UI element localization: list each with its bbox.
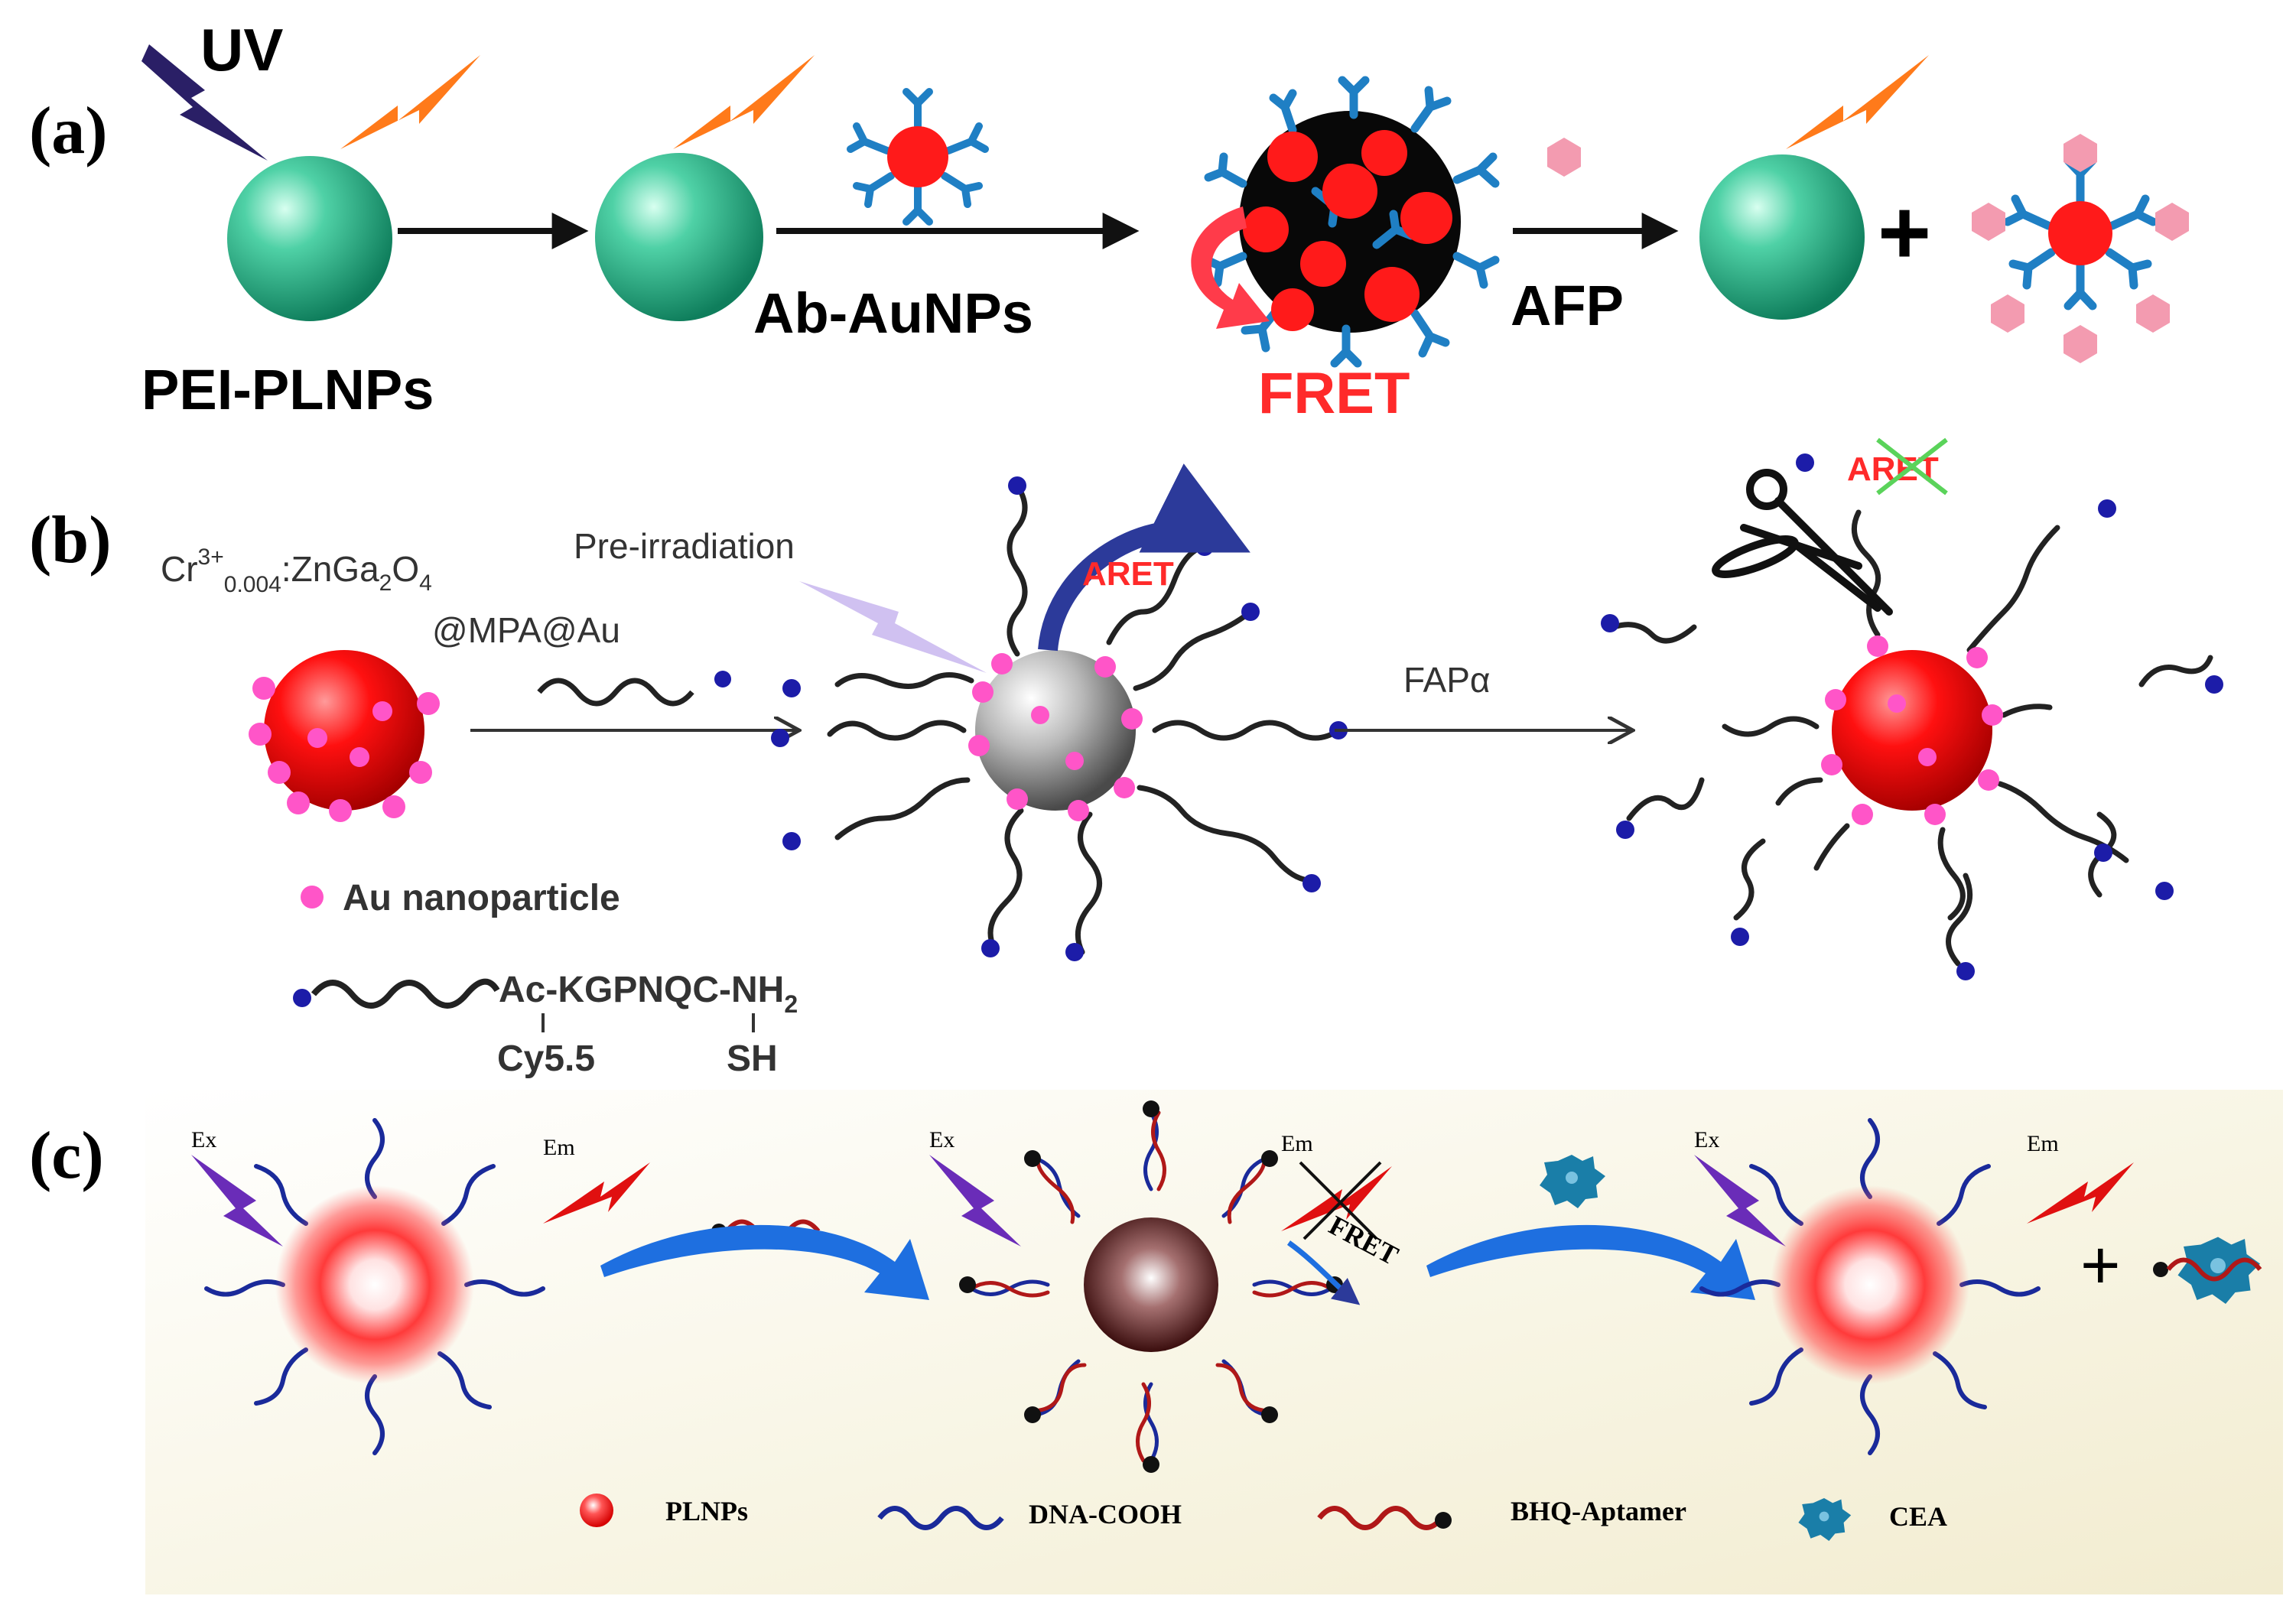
plnp-dna-1 — [204, 1118, 545, 1455]
pre-irradiation-bolt-icon — [799, 581, 987, 673]
panel-a-label: (a) — [29, 94, 108, 168]
fret-complex — [1202, 76, 1500, 368]
ab-aunp-afp-complex — [1972, 134, 2189, 363]
ex-label-2: Ex — [929, 1127, 954, 1152]
legend-dna-icon — [877, 1506, 1004, 1530]
red-particle-right — [1832, 650, 1992, 811]
legend-c: PLNPs DNA-COOH BHQ-Aptamer CEA — [580, 1494, 1947, 1541]
pei-plnps-label: PEI-PLNPs — [141, 358, 434, 421]
uv-lightning-icon — [141, 44, 268, 161]
plus-sign-a: + — [1878, 181, 1931, 284]
emission-bolt-icon-3 — [1786, 55, 1929, 149]
legend-cea-icon — [1798, 1498, 1852, 1541]
fapa-label: FAPα — [1403, 660, 1491, 700]
legend-bhq-dot — [1435, 1512, 1452, 1529]
cleaved-nanoprobe — [1611, 509, 2213, 967]
pei-plnp-particle-2 — [595, 153, 763, 321]
plus-sign-c: + — [2080, 1227, 2121, 1304]
em-bolt-icon-1 — [543, 1162, 650, 1224]
quenched-nanoprobe — [969, 1110, 1333, 1463]
au-dots-right — [1821, 635, 2003, 825]
aret-blocked-cross-icon — [1876, 437, 1948, 496]
bhq-dots — [959, 1100, 1343, 1473]
em-bolt-icon-3 — [2027, 1162, 2134, 1224]
legend-dna-label: DNA-COOH — [1029, 1499, 1182, 1529]
legend-aptamer-label: BHQ-Aptamer — [1511, 1496, 1686, 1526]
ex-bolt-icon-1 — [191, 1155, 283, 1247]
plnp-glow-1 — [275, 1185, 474, 1384]
gray-nanoprobe — [827, 483, 1342, 955]
au-nanoparticle-legend-label: Au nanoparticle — [343, 878, 620, 918]
ex-bolt-icon-3 — [1694, 1155, 1786, 1247]
legend-plnp-icon — [580, 1494, 613, 1527]
aret-curved-arrow — [1038, 463, 1250, 652]
cy55-dot-icon — [714, 671, 731, 687]
pei-plnp-particle-1 — [227, 156, 392, 321]
em-label-2: Em — [1281, 1131, 1313, 1156]
peptide-legend-dot — [293, 989, 311, 1007]
em-label-3: Em — [2027, 1131, 2059, 1156]
cy55-label: Cy5.5 — [497, 1039, 595, 1079]
scissors-icon — [1712, 469, 1893, 616]
peptide-legend-wave — [311, 978, 500, 1009]
aptamer-cea-complex — [2153, 1237, 2262, 1304]
panel-b: (b) Cr3+0.004:ZnGa2O4 @MPA@Au Pre-irradi… — [29, 437, 2223, 1079]
panel-b-label: (b) — [29, 503, 112, 577]
afp-label: AFP — [1511, 274, 1624, 337]
panel-c-label: (c) — [29, 1119, 104, 1193]
ex-label-3: Ex — [1694, 1127, 1719, 1152]
aret-label: ARET — [1082, 555, 1174, 593]
peptide-legend-label: Ac-KGPNQC-NH2 — [499, 970, 798, 1018]
blue-curved-arrow-2 — [1426, 1224, 1755, 1300]
legend-aptamer-icon — [1317, 1506, 1444, 1530]
ex-label-1: Ex — [191, 1127, 216, 1152]
cea-icon — [1540, 1155, 1605, 1208]
pei-plnp-particle-3 — [1699, 154, 1865, 320]
emission-bolt-icon-1 — [340, 55, 480, 149]
fret-curved-arrow — [1191, 206, 1270, 329]
legend-cea-label: CEA — [1889, 1501, 1947, 1532]
brown-particle-core — [1084, 1217, 1218, 1352]
afp-hexagon-icon — [1547, 138, 1581, 177]
em-quenched-cross-icon — [1299, 1161, 1382, 1240]
ab-aunps-label: Ab-AuNPs — [753, 281, 1033, 345]
cr-znga2o4-particle — [249, 650, 440, 822]
em-label-1: Em — [543, 1135, 575, 1160]
formula-label: Cr3+0.004:ZnGa2O4 — [161, 544, 432, 597]
sh-label: SH — [727, 1039, 778, 1079]
legend-plnps-label: PLNPs — [665, 1496, 748, 1526]
ex-bolt-icon-2 — [929, 1155, 1021, 1247]
peptide-end-dots-b2 — [1601, 453, 2223, 980]
panel-c: (c) Ex Em Ex Em — [29, 1090, 2283, 1594]
panel-c-background — [145, 1090, 2283, 1594]
au-nanoparticle-legend-dot — [301, 886, 324, 909]
plnp-dna-2 — [1699, 1118, 2041, 1455]
fret-small-arrow — [1286, 1240, 1361, 1305]
fret-label-a: FRET — [1258, 361, 1410, 426]
uv-label: UV — [200, 16, 283, 83]
ab-aunp-icon — [847, 88, 989, 226]
au-dots-gray — [968, 653, 1143, 821]
gray-particle-core — [975, 650, 1136, 811]
panel-a: (a) UV PEI-PLNPs Ab-AuNPs — [29, 16, 2189, 426]
emission-bolt-icon-2 — [673, 55, 815, 149]
coating-label: @MPA@Au — [432, 610, 620, 650]
peptide-wave-icon — [537, 678, 694, 707]
pre-irradiation-label: Pre-irradiation — [574, 526, 795, 566]
blue-curved-arrow-1 — [600, 1224, 929, 1300]
plnp-glow-2 — [1771, 1185, 1969, 1384]
